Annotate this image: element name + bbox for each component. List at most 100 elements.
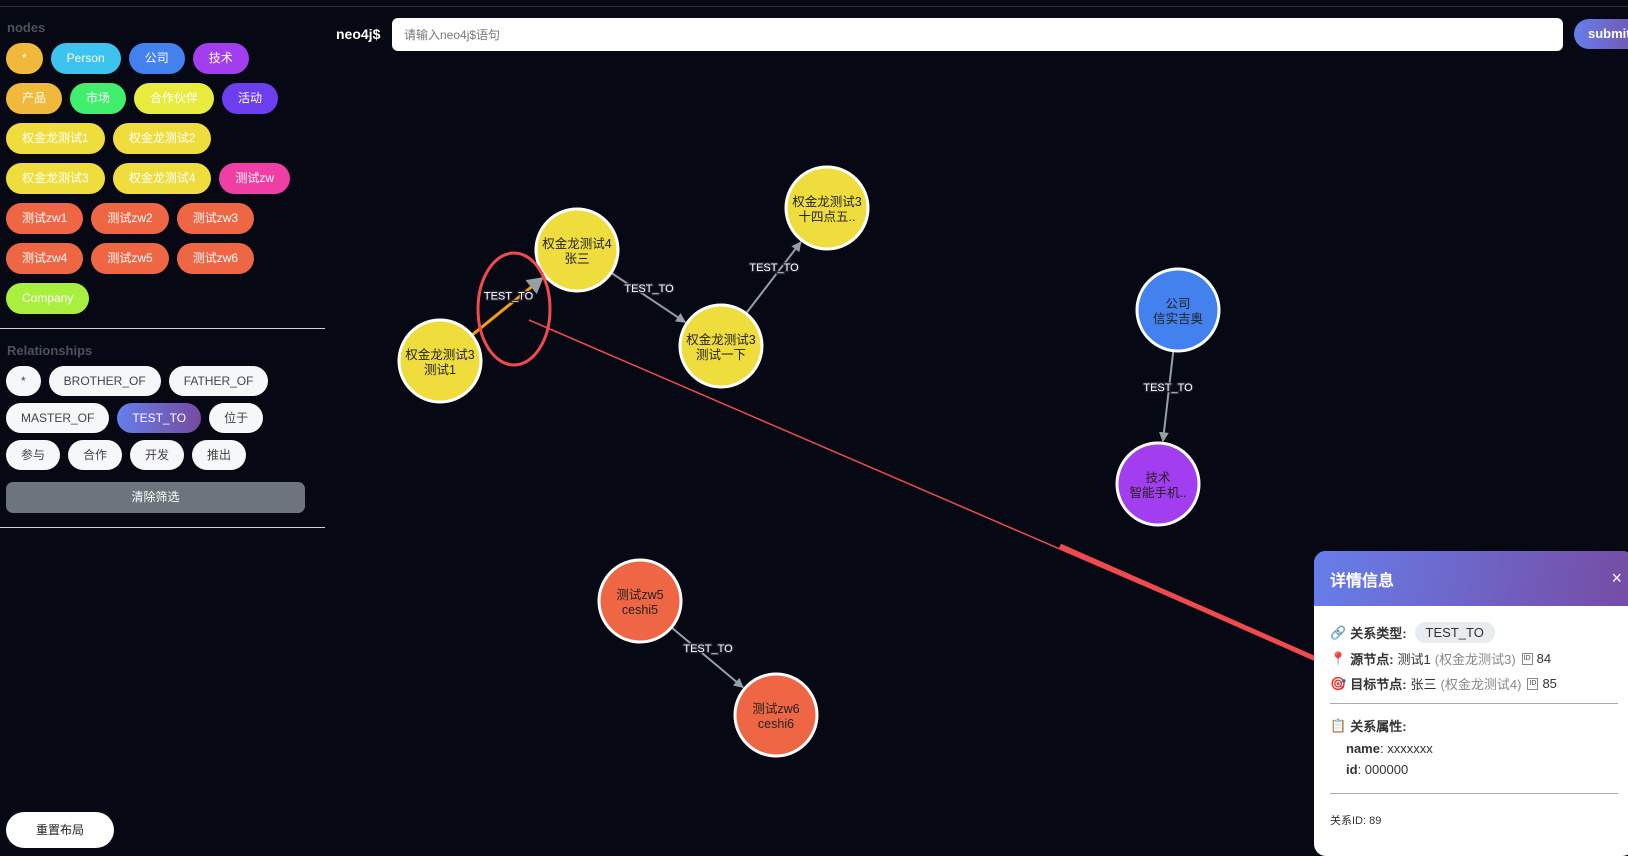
property-key: name	[1346, 741, 1380, 756]
relationship-type-row: 🔗关系类型:TEST_TO	[1330, 622, 1618, 643]
node-circle[interactable]	[733, 672, 819, 758]
relationship-filter-pill[interactable]: TEST_TO	[117, 403, 202, 433]
close-icon[interactable]: ×	[1611, 568, 1622, 588]
relationship-filter-pill[interactable]: FATHER_OF	[168, 366, 269, 396]
properties-heading: 📋关系属性:	[1330, 716, 1618, 735]
properties-label: 关系属性:	[1350, 719, 1407, 734]
node-filter-pill[interactable]: 市场	[70, 83, 127, 114]
edge-line[interactable]	[1158, 350, 1175, 443]
node-filter-pill[interactable]: 测试zw3	[176, 203, 255, 234]
relationship-edge[interactable]: TEST_TO	[470, 277, 544, 337]
relationship-edge[interactable]: TEST_TO	[670, 626, 744, 689]
node-filter-pill[interactable]: 合作伙伴	[134, 83, 215, 114]
node-filter-pill[interactable]: 测试zw4	[6, 243, 84, 274]
node-circle[interactable]	[784, 165, 870, 251]
details-title: 详情信息	[1330, 572, 1395, 590]
node-filter-pill[interactable]: Company	[6, 283, 90, 314]
property-value: xxxxxxx	[1387, 741, 1433, 756]
cypher-query-input[interactable]	[392, 18, 1563, 51]
query-label: neo4j$	[336, 26, 381, 42]
node-label-line1: 公司	[1165, 297, 1190, 311]
pin-icon: 📍	[1330, 650, 1347, 666]
node-circle[interactable]	[397, 318, 483, 404]
reset-layout-button[interactable]: 重置布局	[6, 812, 114, 848]
clear-filter-button[interactable]: 清除筛选	[6, 482, 305, 513]
target-type: (权金龙测试4)	[1440, 677, 1522, 692]
relationship-filter-pill[interactable]: BROTHER_OF	[48, 366, 161, 396]
source-label: 源节点:	[1350, 652, 1394, 667]
node-label-line1: 测试zw5	[616, 587, 663, 602]
node-circle[interactable]	[534, 207, 620, 293]
divider	[1330, 703, 1618, 704]
relationship-filter-pill[interactable]: *	[6, 366, 41, 396]
node-filter-pill[interactable]: Person	[50, 43, 121, 74]
relationship-filter-pill[interactable]: 位于	[209, 403, 264, 433]
relationship-filter-pill[interactable]: 开发	[130, 440, 185, 470]
node-filter-pill[interactable]: 产品	[6, 83, 63, 114]
property-name: name: xxxxxxx	[1346, 741, 1433, 756]
node-filter-pill[interactable]: 测试zw6	[176, 243, 255, 274]
edge-label: TEST_TO	[1143, 382, 1193, 394]
target-name: 张三	[1410, 677, 1437, 692]
nodes-title: nodes	[7, 20, 46, 35]
node-filter-pill[interactable]: 权金龙测试4	[112, 163, 212, 194]
submit-button[interactable]: submit	[1574, 19, 1628, 49]
node-filter-pill[interactable]: 测试zw1	[6, 203, 84, 234]
edge-line[interactable]	[610, 271, 687, 323]
relationship-edge[interactable]: TEST_TO	[610, 271, 687, 323]
edge-label: TEST_TO	[749, 262, 799, 274]
target-icon: 🎯	[1330, 675, 1347, 691]
node-label-line2: 测试一下	[696, 347, 746, 362]
source-id: 84	[1536, 651, 1552, 666]
node-label-line1: 测试zw6	[752, 701, 799, 716]
source-name: 测试1	[1397, 652, 1431, 667]
node-label-line1: 权金龙测试4	[542, 236, 612, 251]
edge-line[interactable]	[670, 626, 744, 689]
source-type: (权金龙测试3)	[1434, 652, 1516, 667]
node-label-line2: ceshi5	[622, 603, 658, 617]
relationships-title: Relationships	[7, 343, 93, 358]
node-filter-pill[interactable]: 公司	[128, 43, 185, 74]
node-filter-pill[interactable]: 权金龙测试2	[112, 123, 212, 154]
node-circle[interactable]	[1135, 267, 1221, 353]
target-id: 85	[1542, 676, 1557, 691]
edge-line[interactable]	[745, 241, 802, 315]
node-filter-pill[interactable]: *	[6, 43, 43, 74]
node-filter-pill[interactable]: 测试zw	[219, 163, 291, 194]
edge-label: TEST_TO	[683, 643, 733, 655]
relationship-filter-pill[interactable]: 合作	[68, 440, 123, 470]
node-circle[interactable]	[597, 558, 683, 644]
divider	[0, 328, 325, 329]
annotation-arrow-head	[1058, 543, 1355, 678]
node-filter-pill[interactable]: 技术	[192, 43, 249, 74]
link-icon: 🔗	[1330, 624, 1347, 640]
node-circle[interactable]	[678, 303, 764, 389]
node-circle[interactable]	[1115, 441, 1201, 527]
relationship-filter-pill[interactable]: 参与	[6, 440, 61, 470]
edge-line[interactable]	[470, 283, 536, 337]
node-label-line2: 测试1	[424, 362, 456, 377]
property-key: id	[1346, 762, 1358, 777]
node-label-line2: 智能手机..	[1130, 485, 1187, 500]
node-filter-pill[interactable]: 测试zw2	[91, 203, 169, 234]
node-filter-pill[interactable]: 权金龙测试3	[6, 163, 105, 194]
node-filter-pill[interactable]: 权金龙测试1	[6, 123, 105, 154]
relationship-edge[interactable]: TEST_TO	[745, 241, 802, 315]
node-filter-pill[interactable]: 测试zw5	[91, 243, 169, 274]
relationship-filter-pill[interactable]: MASTER_OF	[6, 403, 110, 433]
relationship-edge[interactable]: TEST_TO	[1142, 350, 1194, 443]
relationship-filter-pill[interactable]: 推出	[192, 440, 247, 470]
node-filter-pill[interactable]: 活动	[222, 83, 279, 114]
